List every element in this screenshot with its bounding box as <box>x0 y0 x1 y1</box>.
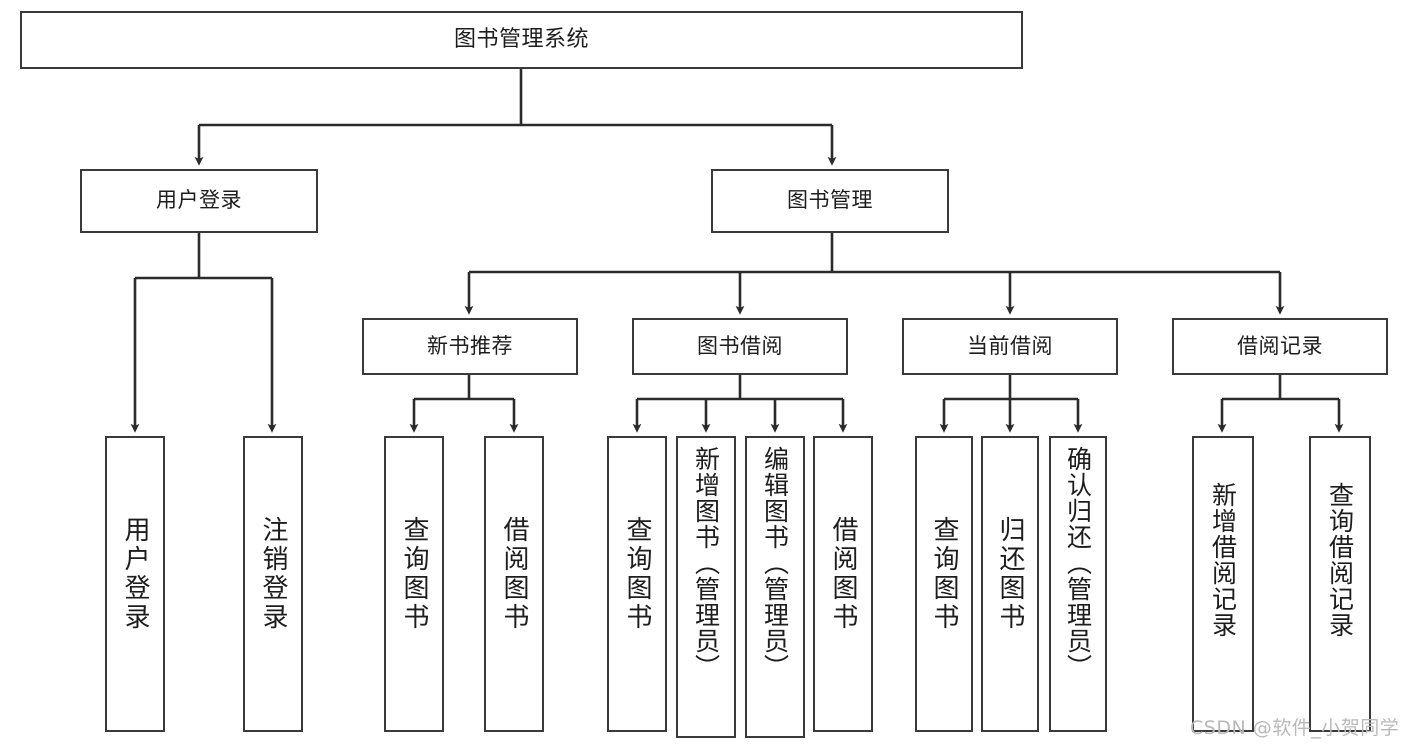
node-label: 借阅图书 <box>499 516 529 632</box>
leaf-query-book-current[interactable]: 查询图书 <box>915 436 973 732</box>
node-book-management[interactable]: 图书管理 <box>711 169 949 233</box>
node-label: 查询借阅记录 <box>1325 482 1355 638</box>
node-label: 新增借阅记录 <box>1208 482 1238 638</box>
node-label: 用户登录 <box>156 188 242 213</box>
node-label: 新增图书（管理员） <box>691 446 721 680</box>
leaf-query-book-borrowing[interactable]: 查询图书 <box>607 436 667 732</box>
leaf-add-borrow-record[interactable]: 新增借阅记录 <box>1192 436 1254 732</box>
node-label: 查询图书 <box>622 516 652 632</box>
node-label: 用户登录 <box>120 516 150 632</box>
node-label: 编辑图书（管理员） <box>760 446 790 680</box>
node-user-login[interactable]: 用户登录 <box>80 169 318 233</box>
node-label: 图书借阅 <box>697 333 783 358</box>
watermark-text: CSDN @软件_小贺同学 <box>1190 717 1400 739</box>
node-label: 注销登录 <box>258 516 288 632</box>
leaf-user-logout[interactable]: 注销登录 <box>243 436 303 732</box>
node-label: 新书推荐 <box>427 333 513 358</box>
node-label: 查询图书 <box>399 516 429 632</box>
node-current-borrowing[interactable]: 当前借阅 <box>902 318 1118 375</box>
leaf-edit-book-admin[interactable]: 编辑图书（管理员） <box>745 436 805 738</box>
node-new-book-recommendation[interactable]: 新书推荐 <box>362 318 578 375</box>
leaf-query-book-recommendation[interactable]: 查询图书 <box>384 436 444 732</box>
leaf-confirm-return-admin[interactable]: 确认归还（管理员） <box>1049 436 1107 732</box>
node-label: 图书管理 <box>787 188 873 213</box>
node-label: 当前借阅 <box>967 333 1053 358</box>
leaf-add-book-admin[interactable]: 新增图书（管理员） <box>676 436 736 738</box>
node-borrowing-record[interactable]: 借阅记录 <box>1172 318 1388 375</box>
node-label: 图书管理系统 <box>453 26 589 52</box>
leaf-borrow-book-recommendation[interactable]: 借阅图书 <box>484 436 544 732</box>
node-label: 确认归还（管理员） <box>1063 446 1093 680</box>
node-root-book-management-system[interactable]: 图书管理系统 <box>20 11 1023 69</box>
leaf-user-login[interactable]: 用户登录 <box>105 436 165 732</box>
node-label: 借阅图书 <box>828 516 858 632</box>
node-label: 归还图书 <box>995 516 1025 632</box>
node-label: 查询图书 <box>929 516 959 632</box>
leaf-borrow-book-borrowing[interactable]: 借阅图书 <box>813 436 873 732</box>
node-book-borrowing[interactable]: 图书借阅 <box>632 318 848 375</box>
node-label: 借阅记录 <box>1237 333 1323 358</box>
leaf-query-borrow-record[interactable]: 查询借阅记录 <box>1309 436 1371 732</box>
leaf-return-book[interactable]: 归还图书 <box>981 436 1039 732</box>
